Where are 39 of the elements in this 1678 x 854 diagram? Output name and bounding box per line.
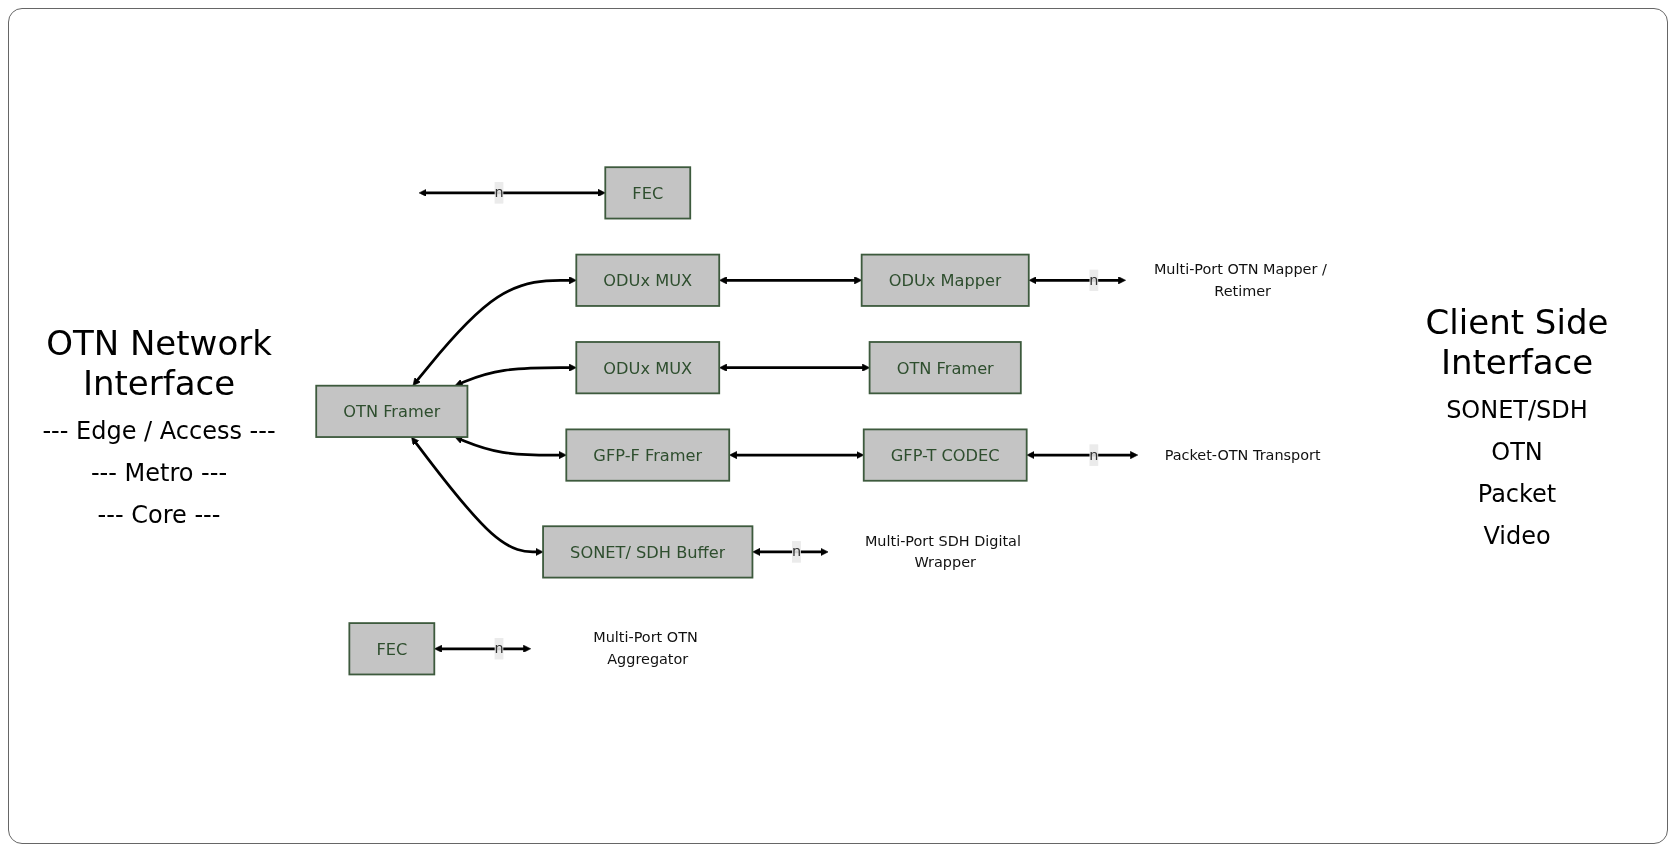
side-heading: OTN Network Interface <box>45 323 273 403</box>
arrow <box>434 645 531 654</box>
side-label: SONET/SDH <box>1446 396 1588 424</box>
node-box: GFP-F Framer <box>565 428 731 483</box>
node-text: Multi-Port OTN Aggregator <box>593 629 698 669</box>
node-text: Packet-OTN Transport <box>1164 446 1321 464</box>
node-box: ODUx Mapper <box>860 254 1030 308</box>
side-label: --- Core --- <box>97 501 221 529</box>
side-heading: Client Side Interface <box>1424 302 1610 382</box>
arrow <box>719 276 862 285</box>
node-box: ODUx MUX <box>575 254 721 308</box>
node-text: Multi-Port OTN Mapper / Retimer <box>1153 260 1327 300</box>
node-box: GFP-T CODEC <box>862 428 1028 483</box>
arrow <box>1028 276 1126 285</box>
edge-label: n <box>791 543 802 561</box>
side-label: Packet <box>1477 480 1557 508</box>
arrow <box>411 437 544 557</box>
node-box: FEC <box>348 622 436 676</box>
side-label: --- Edge / Access --- <box>42 417 276 445</box>
arrow <box>1026 451 1139 460</box>
side-label: Video <box>1483 522 1551 550</box>
edge-label: n <box>494 184 504 202</box>
node-box: ODUx MUX <box>575 341 721 395</box>
node-box: OTN Framer <box>315 385 469 439</box>
node-box: FEC <box>604 166 692 220</box>
node-box: SONET/ SDH Buffer <box>542 525 754 579</box>
node-text: Multi-Port SDH Digital Wrapper <box>864 532 1021 572</box>
arrow <box>418 189 606 198</box>
arrow <box>752 548 829 557</box>
edge-label: n <box>494 640 504 658</box>
arrow <box>412 276 577 387</box>
arrow <box>719 364 870 373</box>
edge-label: n <box>1089 446 1099 464</box>
node-box: OTN Framer <box>868 341 1022 395</box>
arrow <box>454 364 577 387</box>
edge-label: n <box>1089 271 1099 289</box>
side-label: --- Metro --- <box>90 459 228 487</box>
arrow <box>454 436 567 460</box>
side-label: OTN <box>1491 438 1543 466</box>
